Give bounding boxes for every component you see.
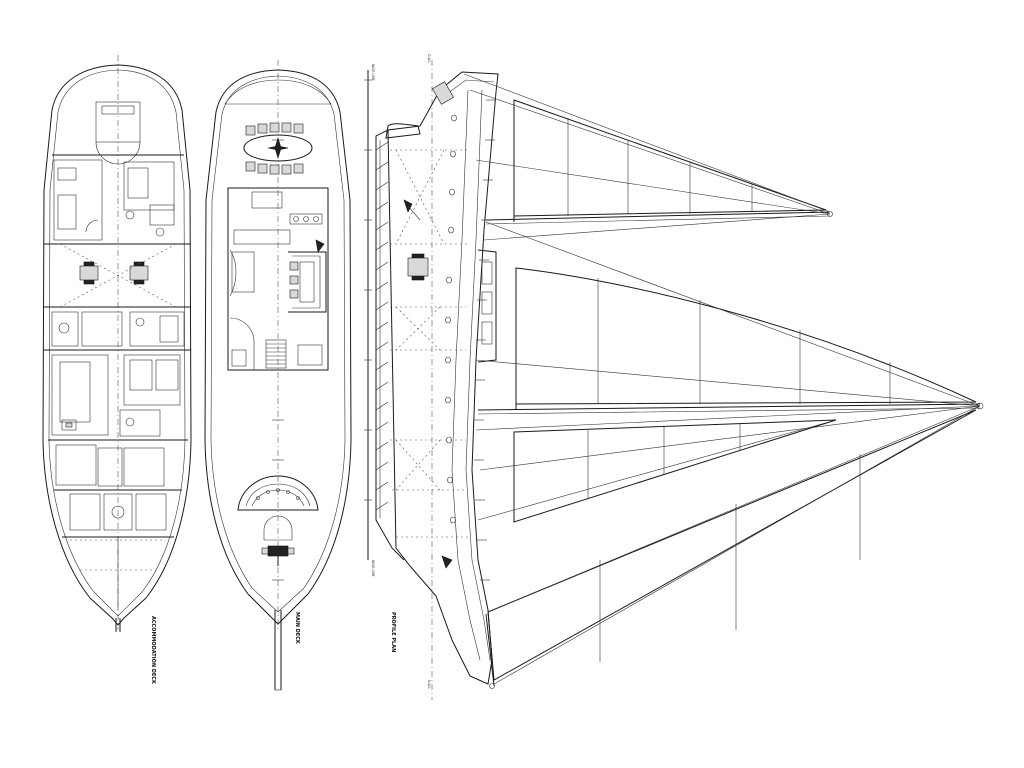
saloon-settee — [288, 251, 327, 313]
engine-port — [79, 261, 99, 285]
accommodation-hull-outline — [42, 64, 192, 626]
dwl-label-top: D.W.L — [427, 54, 431, 63]
base-line-label-bottom: BASE LINE — [371, 560, 375, 577]
main-mast — [477, 403, 981, 411]
fore-staysail — [513, 419, 837, 523]
keel — [375, 129, 405, 561]
rigging — [463, 73, 981, 685]
profile-plan — [364, 60, 984, 700]
mizzen-mast — [485, 211, 831, 221]
aft-dining-table — [243, 122, 313, 175]
jib-sail — [487, 409, 977, 681]
engine-starboard — [129, 261, 149, 285]
accommodation-deck-plan — [42, 55, 192, 632]
stairs — [265, 339, 287, 369]
accommodation-deck-label: ACCOMMODATION DECK — [150, 616, 156, 685]
dwl-label-bottom: D.W.L — [427, 680, 431, 689]
main-sail — [515, 267, 977, 405]
foredeck-sunbed — [237, 475, 319, 511]
deckhouse-profile — [477, 249, 497, 363]
profile-plan-label: PROFILE PLAN — [390, 612, 396, 652]
base-line-label-top: BASE LINE — [371, 64, 375, 81]
hull-profile — [387, 71, 499, 685]
portholes — [445, 114, 457, 524]
engine-profile — [407, 253, 429, 281]
anchor-windlass — [261, 545, 295, 566]
mizzen-sail — [513, 99, 827, 217]
main-deck-label: MAIN DECK — [294, 612, 300, 645]
main-deck-plan — [204, 60, 352, 691]
